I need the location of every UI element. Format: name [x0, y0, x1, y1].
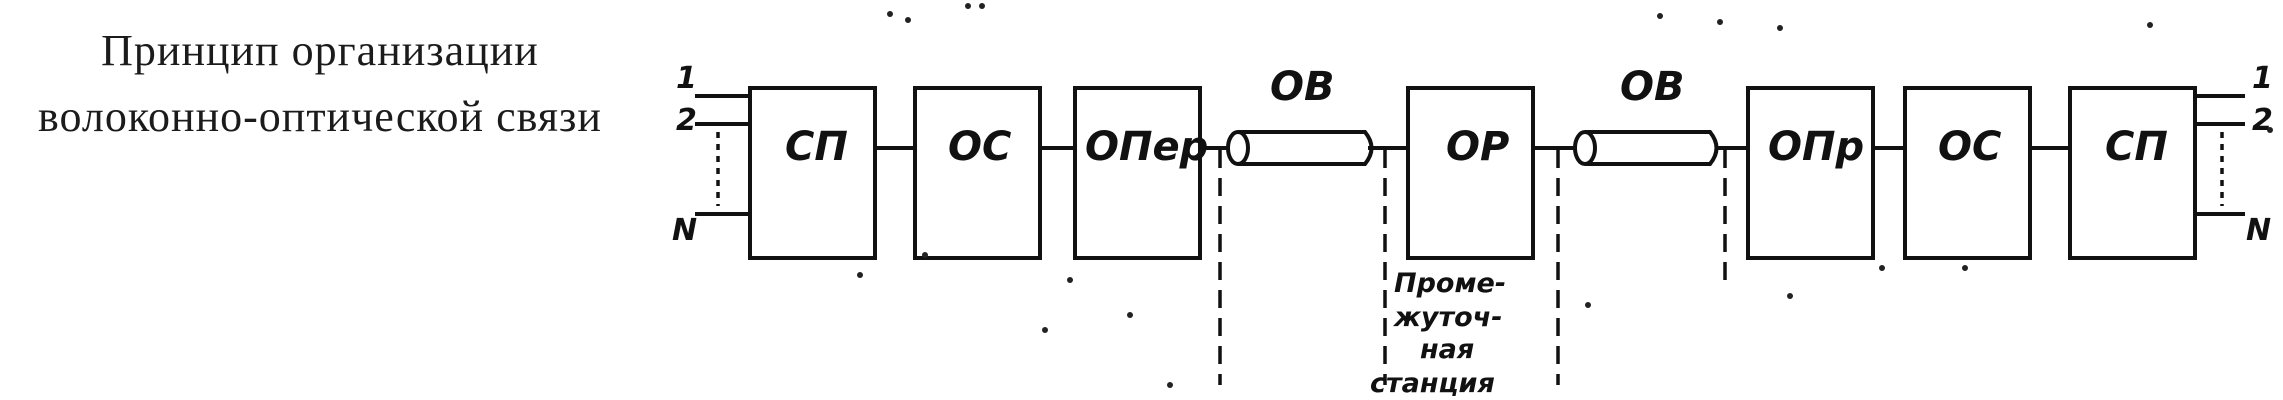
- right-channel-1: 1: [2252, 61, 2273, 96]
- fiber-left: [1226, 130, 1408, 166]
- block-sp-left-label: СП: [785, 124, 848, 170]
- block-sp-left: [748, 86, 877, 260]
- block-os-right-label: ОС: [1938, 124, 2001, 170]
- block-or-label: ОР: [1446, 124, 1509, 170]
- caption-line-2: волоконно-оптической связи: [38, 92, 602, 141]
- left-channel-2: 2: [676, 103, 697, 138]
- svg-text:станция: станция: [1370, 368, 1495, 399]
- block-os-right: [1903, 86, 2032, 260]
- block-os-left: [913, 86, 1042, 260]
- diagram-caption: Принцип организации волоконно-оптической…: [0, 18, 640, 150]
- left-channel-inputs: 1 2 N: [672, 61, 750, 248]
- block-sp-right-label: СП: [2105, 124, 2168, 170]
- svg-text:Проме-: Проме-: [1394, 268, 1506, 299]
- fiber-right: [1573, 130, 1748, 166]
- fiber-right-label: ОВ: [1620, 64, 1685, 110]
- block-opr-label: ОПр: [1768, 124, 1864, 170]
- svg-text:ная: ная: [1420, 334, 1474, 365]
- block-oper-label: ОПер: [1085, 124, 1208, 170]
- block-or: [1406, 86, 1535, 260]
- block-os-left-label: ОС: [948, 124, 1011, 170]
- left-channel-1: 1: [676, 61, 697, 96]
- fiber-left-label: ОВ: [1270, 64, 1335, 110]
- right-channel-outputs: 1 2 N: [2195, 61, 2273, 248]
- block-opr: [1746, 86, 1875, 260]
- scan-specks: [857, 3, 2273, 388]
- caption-line-1: Принцип организации: [101, 26, 539, 75]
- intermediate-station-label: Проме- жуточ- ная станция: [1370, 268, 1506, 399]
- block-oper: [1073, 86, 1202, 260]
- right-channel-n: N: [2246, 213, 2271, 248]
- left-channel-n: N: [672, 213, 697, 248]
- block-sp-right: [2068, 86, 2197, 260]
- svg-text:жуточ-: жуточ-: [1392, 302, 1502, 333]
